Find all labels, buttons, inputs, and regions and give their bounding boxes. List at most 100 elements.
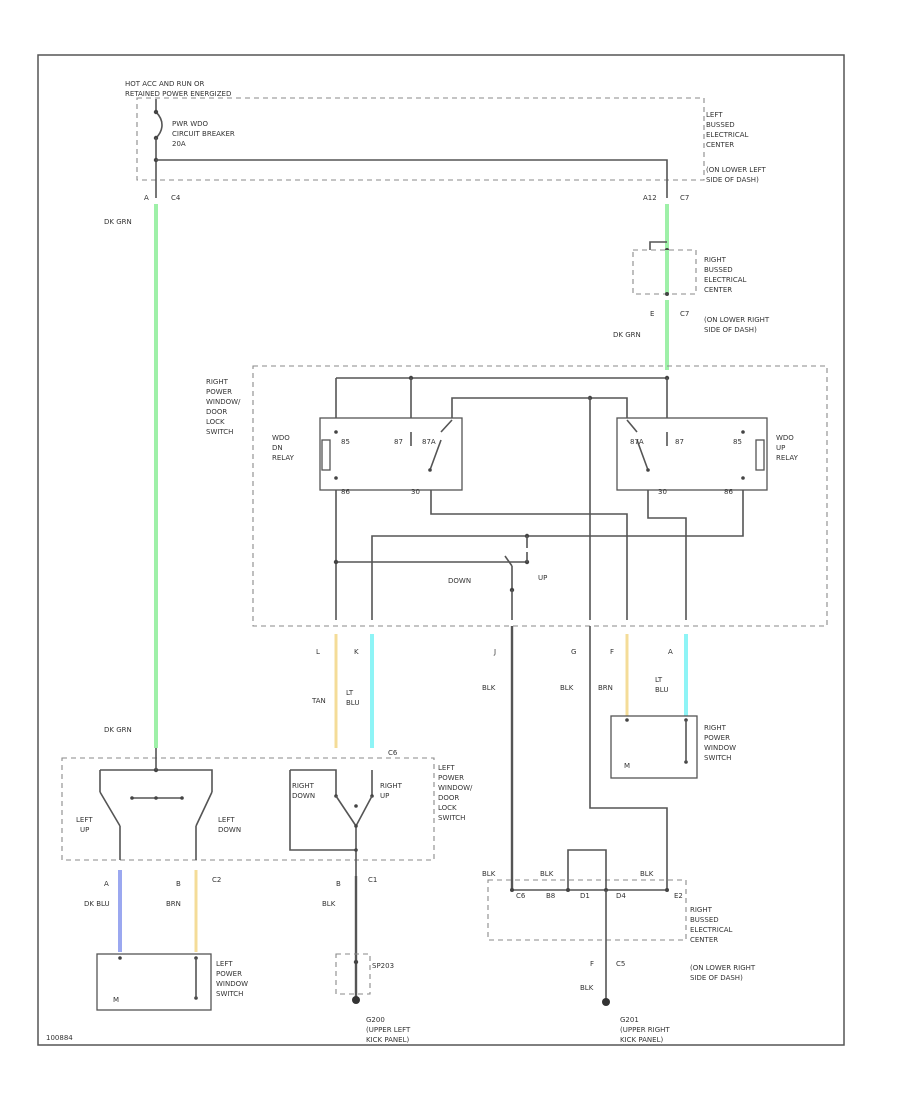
wire-label-blk-bec1: BLK: [482, 870, 496, 878]
term-30-right: 30: [658, 488, 667, 496]
rpws-label-1: RIGHT: [704, 724, 727, 732]
term-87-left: 87: [394, 438, 403, 446]
term-85-right: 85: [733, 438, 742, 446]
splice-label: SP203: [372, 962, 394, 970]
connector-c1: C1: [368, 876, 377, 884]
rpws-label-4: SWITCH: [704, 754, 731, 762]
left-link-dot-2: [154, 796, 158, 800]
bus-bar-wire: [156, 159, 668, 198]
dn-relay-label-2: DN: [272, 444, 283, 452]
g200-label-2: (UPPER LEFT: [366, 1026, 411, 1034]
wdo-dn-relay-dot-1: [334, 430, 338, 434]
dn-relay-label-1: WDO: [272, 434, 290, 442]
wire-label-ltblu-1: LT: [346, 689, 354, 697]
motor-symbol-left: M: [113, 996, 119, 1004]
rbec-top-label-5: (ON LOWER RIGHT: [704, 316, 770, 324]
rbec-bottom-label-5: (ON LOWER RIGHT: [690, 964, 756, 972]
term-e2: E2: [674, 892, 683, 900]
right-rocker-dot-2: [354, 824, 358, 828]
rpws-label-2: POWER: [704, 734, 730, 742]
term-86-right: 86: [724, 488, 733, 496]
rbec-bottom-label-6: SIDE OF DASH): [690, 974, 743, 982]
pin-k: K: [354, 648, 359, 656]
rbec-bottom-dot-1: [510, 888, 514, 892]
ground-g200: [352, 996, 360, 1004]
wdo-dn-relay-box: [319, 417, 463, 491]
rpwdl-label-1: RIGHT: [206, 378, 229, 386]
rpws-label-3: WINDOW: [704, 744, 736, 752]
wdo-dn-relay-coil: [321, 439, 331, 471]
lpwdl-label-5: LOCK: [438, 804, 457, 812]
term-85-left: 85: [341, 438, 350, 446]
pin-a-right: A: [668, 648, 673, 656]
pin-f-c5: F: [590, 960, 594, 968]
rpwdl-label-5: LOCK: [206, 418, 225, 426]
connector-c7-top: C7: [680, 194, 689, 202]
lbec-label-4: CENTER: [706, 141, 734, 149]
wire-label-ltblu-2: BLU: [346, 699, 359, 707]
pin-a12: A12: [643, 194, 657, 202]
up-relay-label-2: UP: [776, 444, 785, 452]
rbec-top-label-1: RIGHT: [704, 256, 727, 264]
right-bussed-electrical-center-bottom: [487, 879, 687, 941]
rbec-top-label-2: BUSSED: [704, 266, 733, 274]
pin-a-low: A: [104, 880, 109, 888]
right-power-window-door-lock-switch-box: [252, 365, 828, 627]
wdo-up-relay-dot-3: [646, 468, 650, 472]
rpwdl-label-2: POWER: [206, 388, 232, 396]
up-relay-label-1: WDO: [776, 434, 794, 442]
lbec-label-2: BUSSED: [706, 121, 735, 129]
term-87-right: 87: [675, 438, 684, 446]
motor-symbol-right: M: [624, 762, 630, 770]
pin-l: L: [316, 648, 320, 656]
left-power-window-door-lock-switch-box: [61, 757, 435, 861]
term-b8: B8: [546, 892, 555, 900]
left-link-dot-1: [130, 796, 134, 800]
rbec-top-label-6: SIDE OF DASH): [704, 326, 757, 334]
up-relay-86-out: [371, 490, 744, 620]
lpwdl-label-6: SWITCH: [438, 814, 465, 822]
left-up-label-2: UP: [80, 826, 89, 834]
left-switch-top-bus: [99, 769, 213, 792]
right-up-label-1: RIGHT: [380, 782, 403, 790]
wire-label-blk-g: BLK: [560, 684, 574, 692]
lbec-label-5: (ON LOWER LEFT: [706, 166, 767, 174]
lpwdl-label-4: DOOR: [438, 794, 459, 802]
lpwdl-label-1: LEFT: [438, 764, 455, 772]
wire-label-dkgrn-right: DK GRN: [613, 331, 641, 339]
lpwdl-label-3: WINDOW/: [438, 784, 473, 792]
rpws-dot-1: [625, 718, 629, 722]
splice-box: [335, 953, 371, 995]
rbec-top-label-4: CENTER: [704, 286, 732, 294]
ground-g201: [602, 998, 610, 1006]
pin-f: F: [610, 648, 614, 656]
splice-dot: [353, 959, 359, 965]
rbec-bottom-label-4: CENTER: [690, 936, 718, 944]
left-up-contact: [99, 791, 121, 860]
right-up-label-2: UP: [380, 792, 389, 800]
lbec-label-3: ELECTRICAL: [706, 131, 749, 139]
rbec-bottom-label-3: ELECTRICAL: [690, 926, 733, 934]
right-rocker: [335, 795, 373, 876]
term-d1: D1: [580, 892, 590, 900]
conn-e-c6: C6: [388, 749, 398, 757]
rbec-bottom-jumper: [567, 849, 607, 890]
lpws-label-3: WINDOW: [216, 980, 248, 988]
rpwdl-label-4: DOOR: [206, 408, 227, 416]
term-87a-right: 87A: [630, 438, 644, 446]
rbec-bottom-dot-4: [665, 888, 669, 892]
figure-id: 100884: [46, 1034, 73, 1042]
left-down-contact: [195, 791, 213, 860]
g201-label-3: KICK PANEL): [620, 1036, 663, 1044]
term-c6: C6: [516, 892, 526, 900]
wire-label-blk-bec2: BLK: [540, 870, 554, 878]
dn-relay-label-3: RELAY: [272, 454, 295, 462]
wire-label-blk-c5: BLK: [580, 984, 594, 992]
connector-c4: C4: [171, 194, 181, 202]
rbec-bottom-label-2: BUSSED: [690, 916, 719, 924]
wire-label-brn-f: BRN: [598, 684, 613, 692]
term-30-left: 30: [411, 488, 420, 496]
switch-down-label: DOWN: [448, 577, 471, 585]
pin-g: G: [571, 648, 576, 656]
